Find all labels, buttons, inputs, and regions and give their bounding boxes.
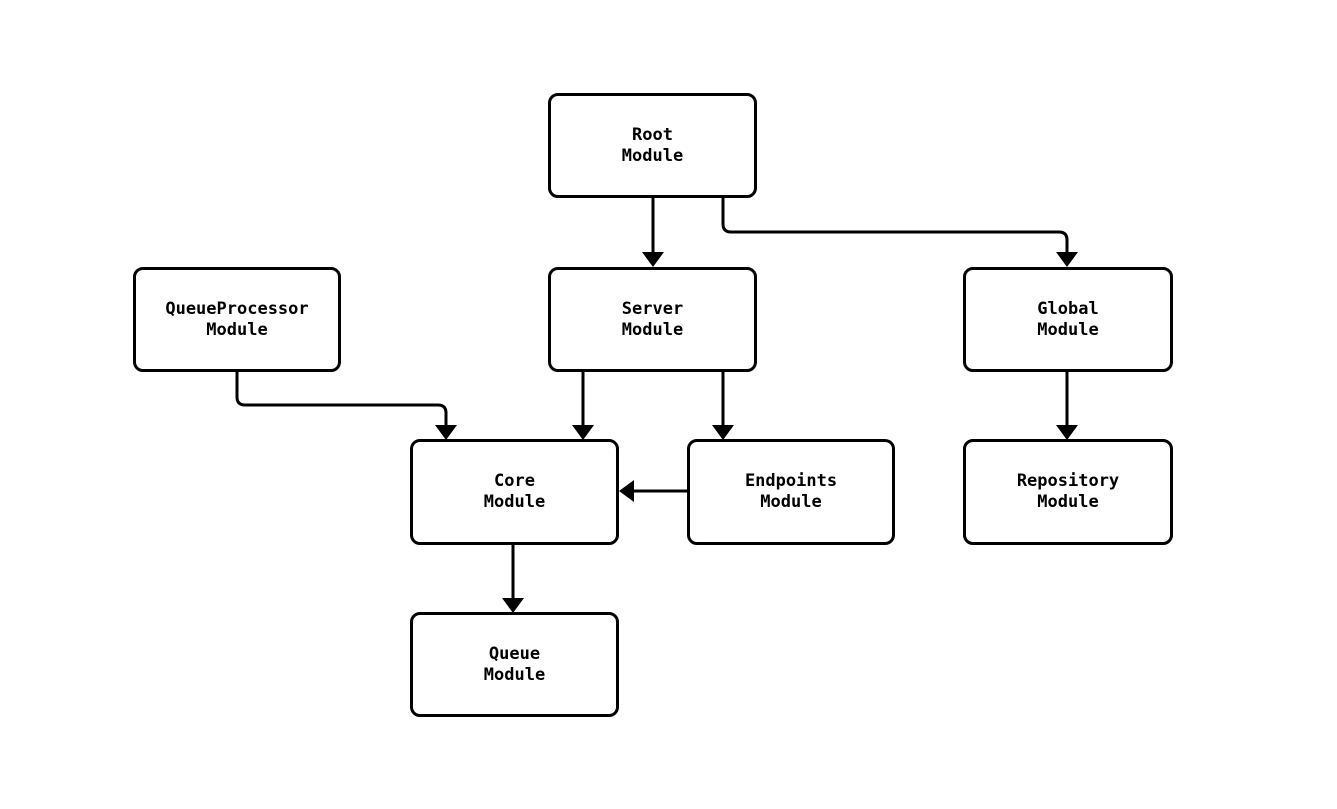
node-server-module: Server Module: [548, 267, 757, 372]
edge-core-to-queue: [502, 545, 524, 613]
node-repository-module-label: Repository Module: [1016, 471, 1120, 512]
node-global-module: Global Module: [963, 267, 1173, 372]
node-queueprocessor-module: QueueProcessor Module: [133, 267, 341, 372]
node-queue-module: Queue Module: [410, 612, 619, 717]
node-queue-module-label: Queue Module: [483, 643, 546, 685]
node-root-module: Root Module: [548, 93, 757, 198]
edge-global-to-repository: [1056, 372, 1078, 440]
node-core-module: Core Module: [410, 439, 619, 545]
node-global-module-label: Global Module: [1037, 298, 1099, 340]
edge-server-to-endpoints: [712, 372, 734, 440]
node-server-module-label: Server Module: [621, 298, 684, 340]
node-repository-module: Repository Module: [963, 439, 1173, 545]
edge-root-to-global: [721, 198, 1078, 267]
node-endpoints-module-label: Endpoints Module: [744, 471, 838, 512]
edge-root-to-server: [642, 198, 664, 267]
edge-endpoints-to-core: [619, 480, 687, 502]
node-root-module-label: Root Module: [621, 124, 684, 166]
edge-queueprocessor-to-core: [235, 372, 457, 440]
node-queueprocessor-module-label: QueueProcessor Module: [165, 298, 309, 340]
node-endpoints-module: Endpoints Module: [687, 439, 895, 545]
node-core-module-label: Core Module: [483, 471, 546, 512]
edge-server-to-core: [572, 372, 594, 440]
